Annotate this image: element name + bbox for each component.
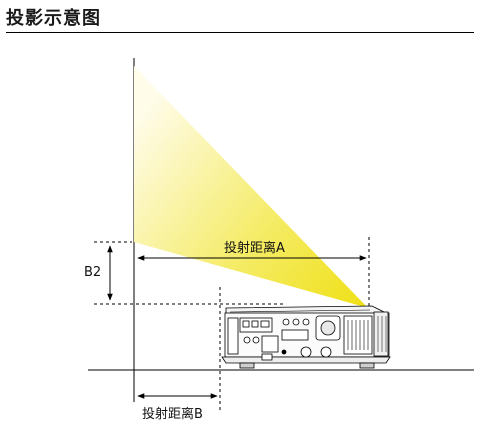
distance-a-label: 投射距离A [224, 240, 285, 256]
title-divider [6, 32, 474, 33]
b2-label: B2 [84, 265, 101, 280]
page-title: 投影示意图 [6, 8, 101, 29]
projection-beam [134, 66, 368, 308]
dashed-guides [94, 237, 370, 410]
projector-illustration [221, 305, 391, 369]
distance-b-label: 投射距离B [142, 406, 203, 422]
